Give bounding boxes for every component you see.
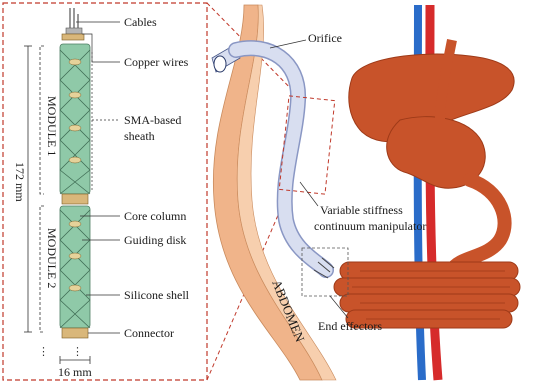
continuation-dots-left: ⋮ (38, 345, 49, 358)
label-guiding-disk: Guiding disk (124, 233, 186, 247)
continuation-dots: ⋮ (72, 345, 83, 358)
label-copper-wires: Copper wires (124, 55, 189, 69)
duodenum (452, 180, 505, 270)
module-brackets (40, 46, 44, 332)
length-label: 172 mm (13, 162, 27, 202)
label-sma-sheath-1: SMA-based (124, 113, 181, 127)
label-core-column: Core column (124, 209, 186, 223)
label-cables: Cables (124, 15, 157, 29)
label-sma-sheath-2: sheath (124, 129, 155, 143)
module-1-label: MODULE 1 (45, 96, 59, 156)
label-orifice: Orifice (308, 31, 342, 45)
module-2-label: MODULE 2 (45, 228, 59, 288)
cables-graphic (62, 8, 84, 40)
label-end-effectors: End effectors (318, 319, 382, 333)
connector-bottom (62, 328, 88, 338)
module-2-body (60, 206, 90, 328)
label-connector: Connector (124, 326, 174, 340)
connector-middle (62, 194, 88, 204)
label-manipulator-2: continuum manipulator (314, 219, 426, 233)
label-manipulator-1: Variable stiffness (320, 203, 403, 217)
module-1-body (60, 44, 90, 194)
label-silicone-shell: Silicone shell (124, 288, 190, 302)
width-label: 16 mm (58, 365, 92, 379)
